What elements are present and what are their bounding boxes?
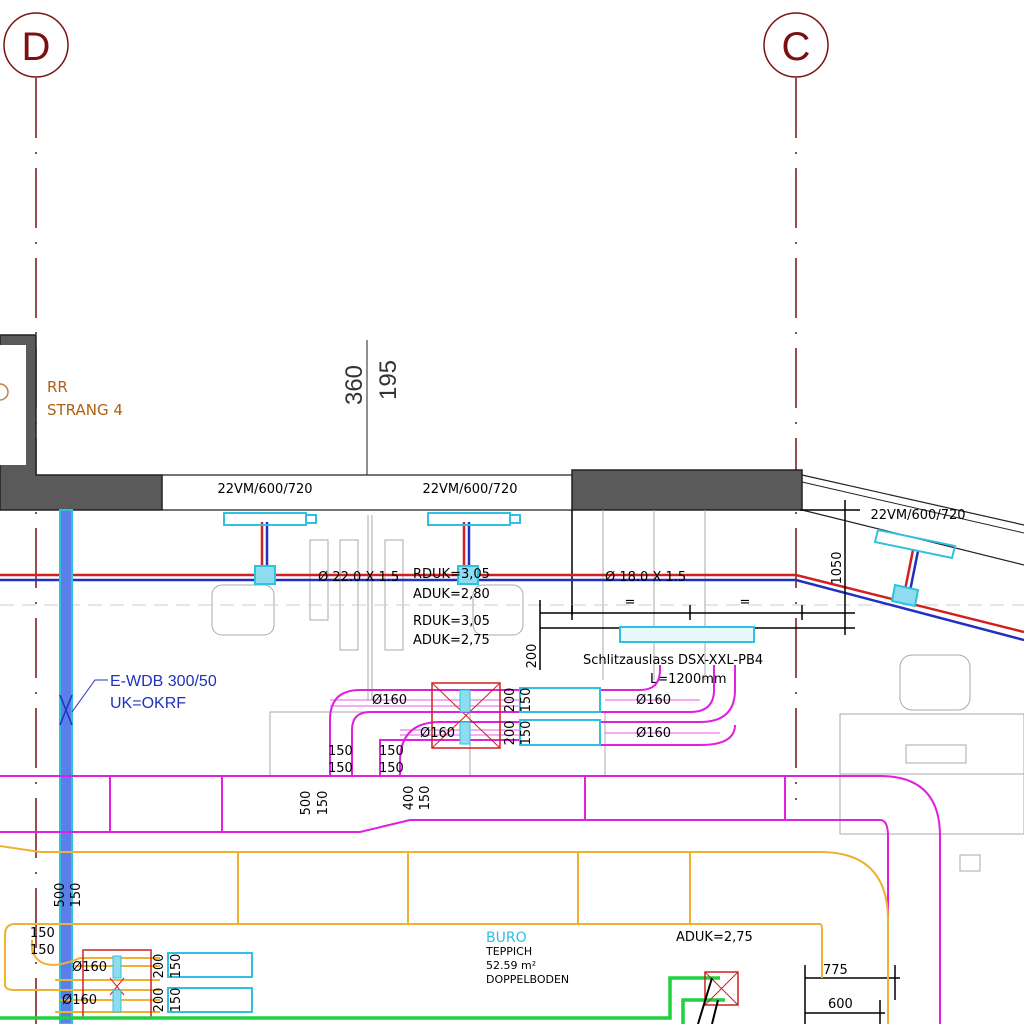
- diffuser-length: L=1200mm: [650, 672, 727, 687]
- magenta-riser-2a: 150: [379, 744, 404, 759]
- magenta-riser-1b: 150: [328, 761, 353, 776]
- room-floor: TEPPICH: [485, 945, 532, 958]
- grid-bubble-c: C: [763, 12, 829, 78]
- wall-duct-name: E-WDB 300/50: [110, 673, 217, 690]
- orange-size-1a: 200: [152, 954, 167, 979]
- dimension-lines: [539, 500, 900, 1024]
- grid-label-d: D: [22, 25, 51, 69]
- room-area: 52.59 m²: [486, 959, 536, 972]
- orange-size-2b: 150: [169, 988, 184, 1013]
- wall-structure: [0, 334, 1024, 615]
- riser-label-1: RR: [47, 378, 68, 396]
- dimension-600: 600: [828, 997, 853, 1012]
- orange-silencer: [82, 949, 253, 1019]
- slot-diffuser: [619, 626, 755, 643]
- green-pipe: [0, 976, 725, 1024]
- magenta-main-2a: 400: [402, 786, 417, 811]
- dimension-775: 775: [823, 963, 848, 978]
- magenta-size-1b: 150: [519, 688, 534, 713]
- orange-dia-2: Ø160: [62, 993, 97, 1008]
- level-aduk-2: ADUK=2,75: [413, 633, 490, 648]
- dimension-360: 360: [341, 365, 368, 405]
- extract-duct-orange: [0, 845, 889, 1024]
- orange-riser-b: 150: [30, 943, 55, 958]
- fan-coil-units: [223, 512, 957, 608]
- magenta-dia-2: Ø160: [420, 726, 455, 741]
- riser-label-2: STRANG 4: [47, 401, 123, 419]
- magenta-main-2b: 150: [418, 786, 433, 811]
- dimension-200: 200: [525, 644, 540, 669]
- riser-duct: [59, 509, 73, 1024]
- facade-label-middle: 22VM/600/720: [422, 482, 517, 497]
- orange-main-b: 150: [69, 883, 84, 908]
- shaft-box: [697, 971, 739, 1024]
- pipe-label-left: Ø 22.0 X 1.5: [318, 570, 399, 585]
- room-name: BURO: [486, 930, 527, 946]
- magenta-main-1b: 150: [316, 791, 331, 816]
- orange-size-1b: 150: [169, 954, 184, 979]
- supply-duct-magenta: [0, 665, 941, 1024]
- level-aduk-3: ADUK=2,75: [676, 930, 753, 945]
- duct-silencers: [431, 682, 601, 749]
- magenta-main-1a: 500: [299, 791, 314, 816]
- dimension-195: 195: [375, 360, 402, 400]
- magenta-size-1a: 200: [503, 688, 518, 713]
- magenta-dia-1: Ø160: [372, 693, 407, 708]
- level-rduk-2: RDUK=3,05: [413, 614, 490, 629]
- room-type: DOPPELBODEN: [486, 973, 569, 986]
- leader-line: [71, 679, 108, 713]
- orange-riser-a: 150: [30, 926, 55, 941]
- dimension-equal-2: =: [740, 595, 751, 610]
- magenta-riser-1a: 150: [328, 744, 353, 759]
- magenta-dia-4: Ø160: [636, 726, 671, 741]
- grid-line-d: [35, 78, 797, 1024]
- level-aduk-1: ADUK=2,80: [413, 587, 490, 602]
- orange-dia-1: Ø160: [72, 960, 107, 975]
- pipe-label-right: Ø 18.0 X 1.5: [605, 570, 686, 585]
- facade-label-right: 22VM/600/720: [870, 508, 965, 523]
- magenta-size-2b: 150: [519, 721, 534, 746]
- grid-bubble-d: D: [3, 12, 69, 78]
- orange-main-a: 500: [53, 883, 68, 908]
- dimension-1050: 1050: [830, 551, 845, 584]
- grid-label-c: C: [782, 25, 811, 69]
- wall-duct-level: UK=OKRF: [110, 695, 186, 712]
- facade-label-left: 22VM/600/720: [217, 482, 312, 497]
- dimension-equal-1: =: [625, 595, 636, 610]
- orange-size-2a: 200: [152, 988, 167, 1013]
- magenta-size-2a: 200: [503, 721, 518, 746]
- level-rduk-1: RDUK=3,05: [413, 567, 490, 582]
- diffuser-name: Schlitzauslass DSX-XXL-PB4: [583, 653, 763, 668]
- heating-pipes: [0, 522, 1024, 642]
- magenta-riser-2b: 150: [379, 761, 404, 776]
- magenta-dia-3: Ø160: [636, 693, 671, 708]
- damper-icon: [59, 694, 73, 726]
